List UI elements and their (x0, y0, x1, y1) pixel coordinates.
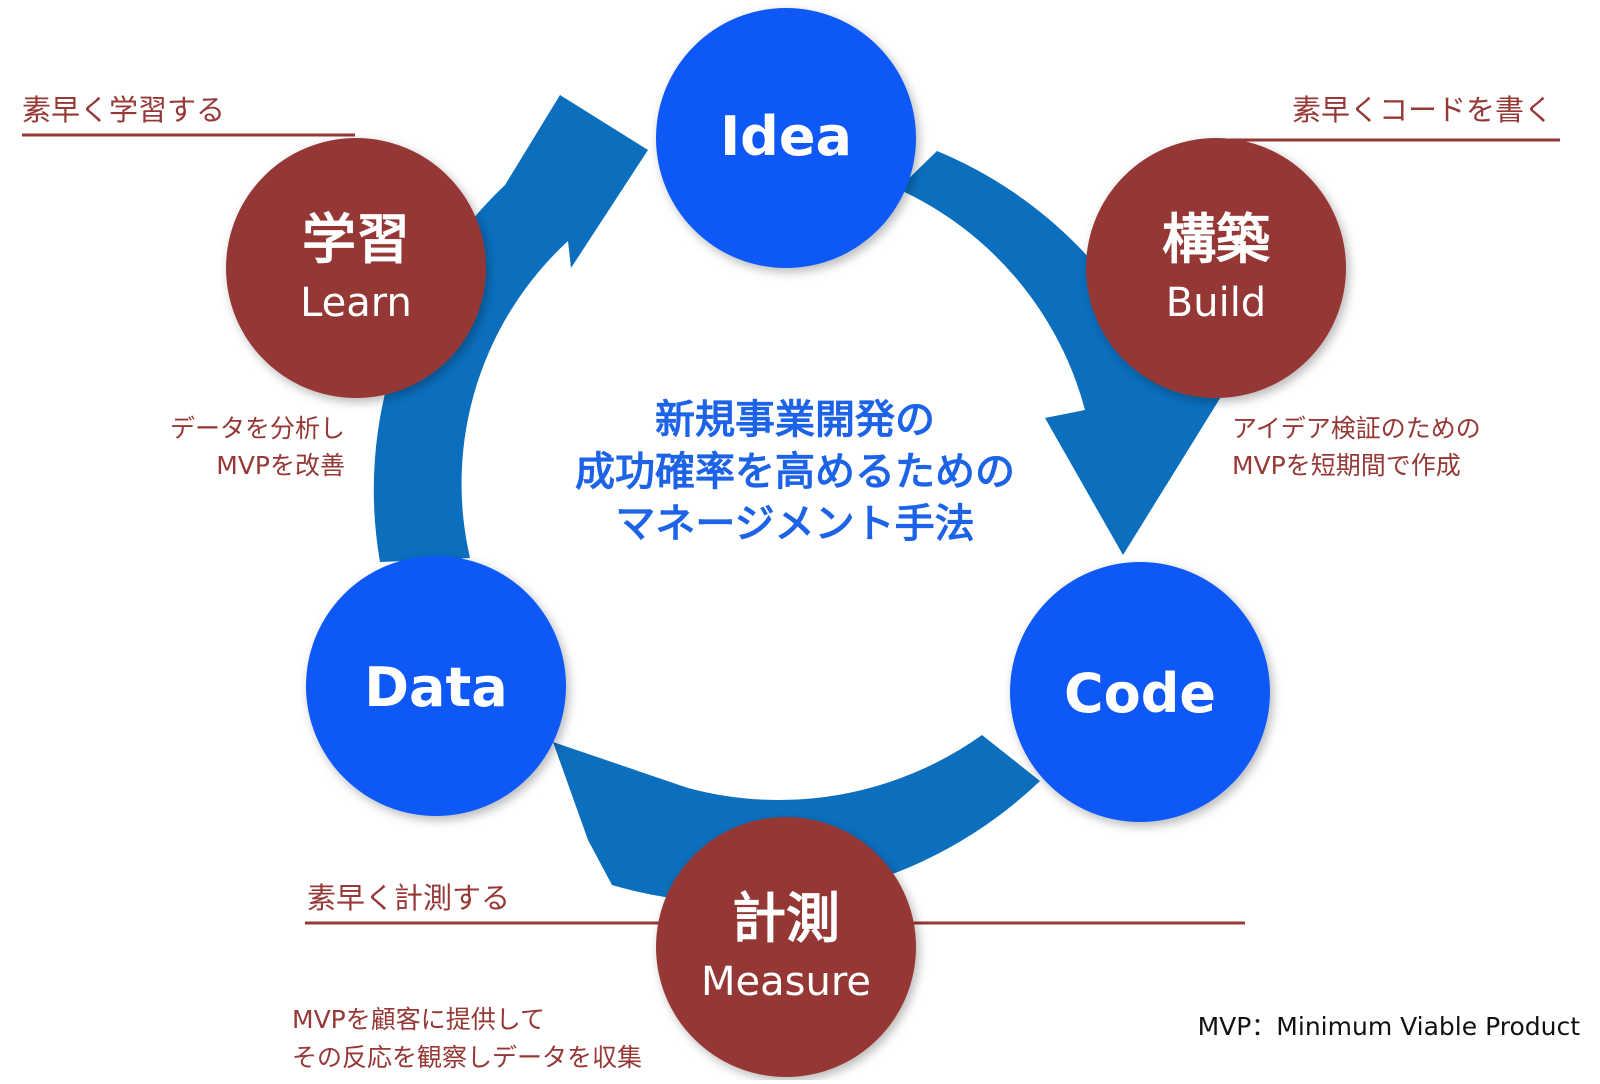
learn-subtitle: Learn (300, 280, 412, 326)
node-data: Data (306, 556, 566, 816)
node-measure: 計測 Measure (656, 817, 916, 1077)
measure-subtitle: Measure (701, 959, 871, 1005)
build-subtitle: Build (1166, 280, 1266, 326)
idea-circle (656, 8, 916, 268)
idea-title: Idea (720, 105, 852, 168)
node-code: Code (1010, 562, 1270, 822)
measure-desc-line-2: その反応を観察しデータを収集 (292, 1043, 642, 1072)
learn-desc-line-1: データを分析し (170, 414, 345, 443)
learn-labels: 素早く学習する データを分析し MVPを改善 (22, 93, 345, 480)
data-title: Data (364, 656, 508, 719)
learn-desc-line-2: MVPを改善 (216, 451, 345, 480)
footnote: MVP：Minimum Viable Product (1198, 1012, 1581, 1041)
learn-heading: 素早く学習する (22, 93, 225, 127)
measure-title: 計測 (732, 887, 840, 950)
measure-labels: 素早く計測する MVPを顧客に提供して その反応を観察しデータを収集 (292, 881, 642, 1072)
center-title-line-2: 成功確率を高めるための (575, 449, 1015, 495)
node-learn: 学習 Learn (226, 138, 486, 398)
code-circle (1010, 562, 1270, 822)
center-title: 新規事業開発の 成功確率を高めるための マネージメント手法 (575, 397, 1015, 547)
arrow-idea-to-code (898, 151, 1245, 555)
arrow-data-to-idea (373, 95, 648, 562)
learn-title: 学習 (302, 208, 410, 271)
build-heading: 素早くコードを書く (1292, 93, 1553, 127)
center-title-line-3: マネージメント手法 (615, 501, 974, 547)
build-title: 構築 (1162, 208, 1271, 271)
data-circle (306, 556, 566, 816)
measure-desc-line-1: MVPを顧客に提供して (292, 1005, 545, 1034)
build-desc-line-1: アイデア検証のための (1232, 414, 1481, 443)
measure-heading: 素早く計測する (307, 881, 510, 915)
build-circle (1086, 138, 1346, 398)
node-idea: Idea (656, 8, 916, 268)
build-desc-line-2: MVPを短期間で作成 (1232, 451, 1461, 480)
center-title-line-1: 新規事業開発の (655, 397, 935, 443)
code-title: Code (1064, 662, 1216, 725)
node-build: 構築 Build (1086, 138, 1346, 398)
build-labels: 素早くコードを書く アイデア検証のための MVPを短期間で作成 (1232, 93, 1553, 480)
measure-circle (656, 817, 916, 1077)
learn-circle (226, 138, 486, 398)
